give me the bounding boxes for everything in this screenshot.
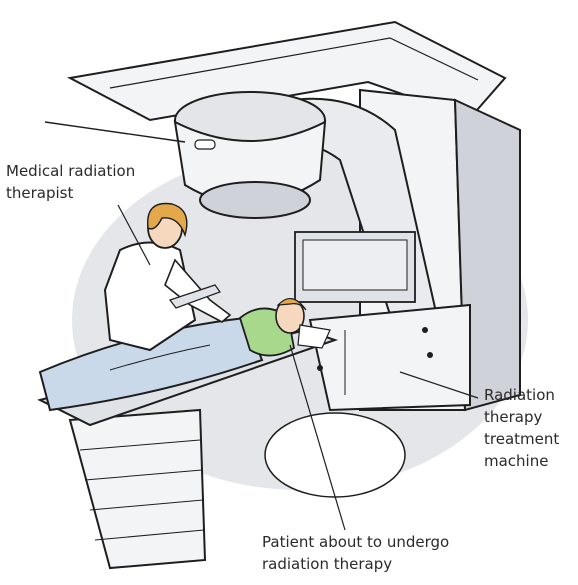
machine-dot-3 (427, 352, 433, 358)
machine-panel-inner (303, 240, 407, 290)
machine-label-line-1: Radiation (484, 384, 559, 406)
patient-label-line-1: Patient about to undergo (262, 531, 449, 553)
machine-label: Radiation therapy treatment machine (484, 384, 559, 472)
machine-label-line-2: therapy (484, 406, 559, 428)
therapist-label-line-2: therapist (6, 182, 135, 204)
treatment-head-slot (195, 140, 215, 149)
patient-label-line-2: radiation therapy (262, 553, 449, 575)
machine-dot-2 (422, 327, 428, 333)
machine-label-line-4: machine (484, 450, 559, 472)
machine-base (310, 305, 470, 410)
therapist-label-line-1: Medical radiation (6, 160, 135, 182)
treatment-head-bottom (200, 182, 310, 218)
machine-dot-1 (317, 365, 323, 371)
couch-base (70, 410, 205, 568)
gantry-leader-line (45, 122, 185, 142)
machine-label-line-3: treatment (484, 428, 559, 450)
patient-label: Patient about to undergo radiation thera… (262, 531, 449, 575)
therapist-label: Medical radiation therapist (6, 160, 135, 204)
floor-disc (265, 413, 405, 497)
